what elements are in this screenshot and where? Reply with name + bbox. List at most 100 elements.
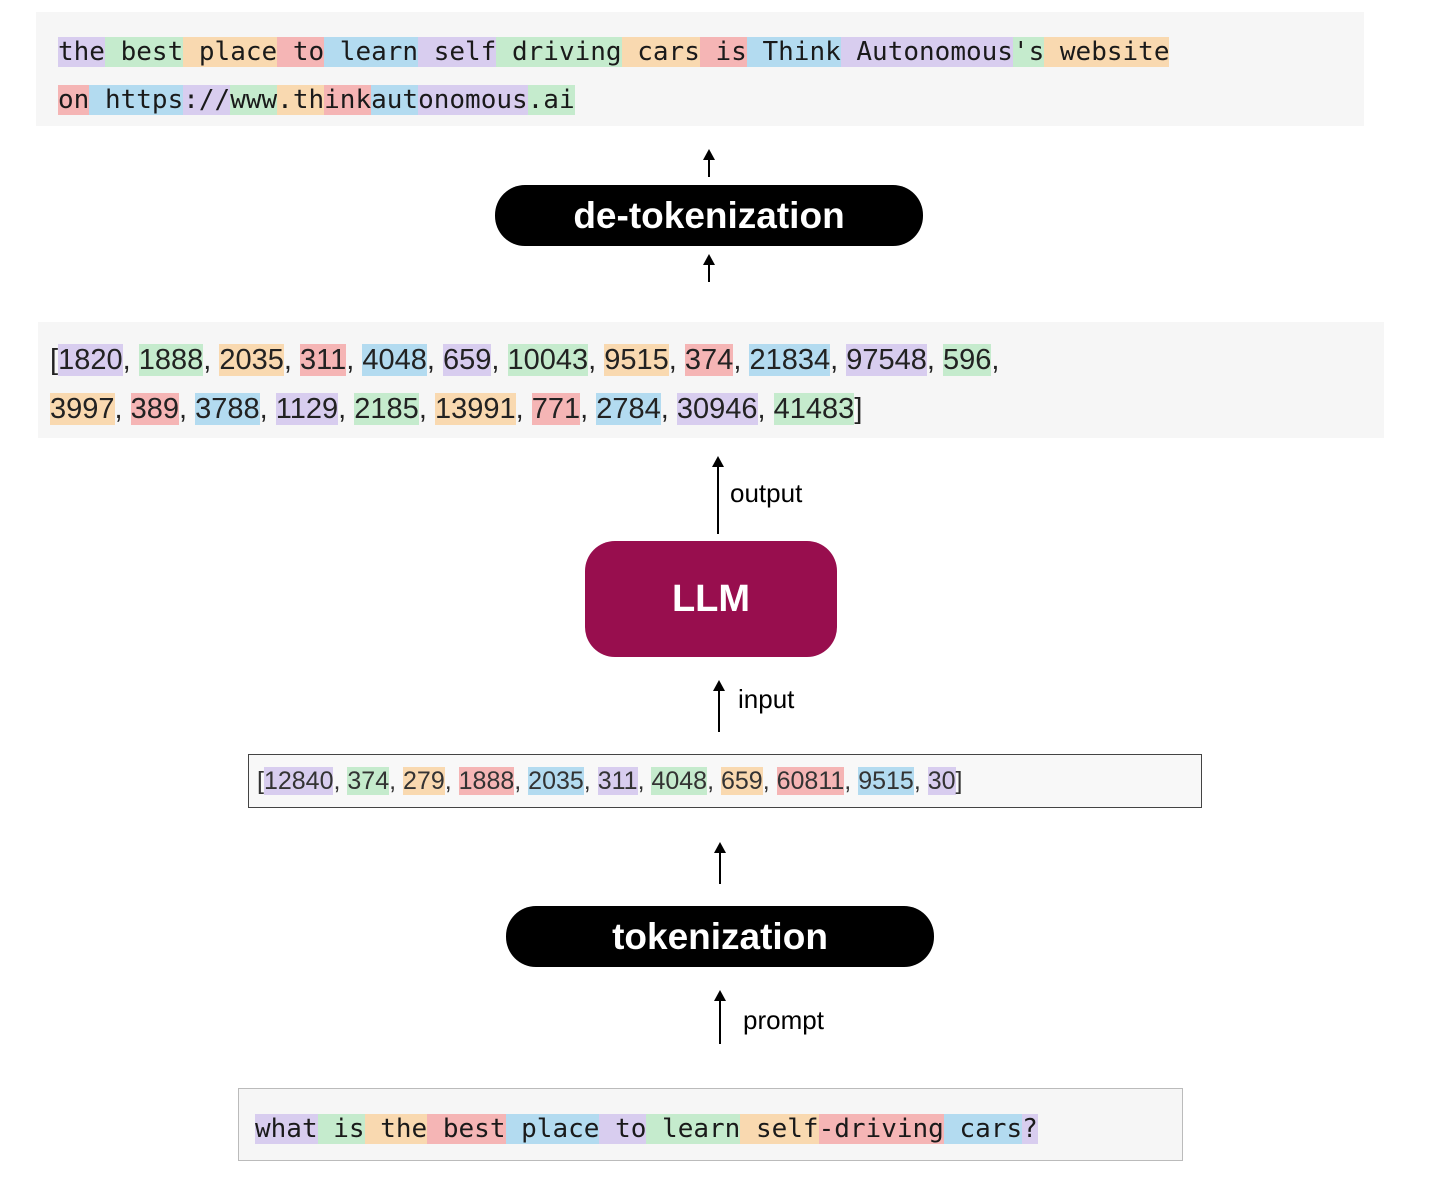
output-text-token: learn [324,37,419,67]
separator: , [588,344,605,376]
output-token-id: 2035 [219,344,284,376]
input-token-id: 311 [597,767,638,795]
tokenization-label: tokenization [612,915,828,957]
output-token-id: 374 [684,344,734,376]
output-token-id: 1888 [138,344,204,376]
separator: , [426,344,443,376]
output-token-id: 1129 [275,393,339,425]
output-text-panel: the best place to learn self driving car… [36,12,1364,126]
input-token-id: 279 [403,767,445,795]
input-arrow-label: input [738,684,795,714]
output-token-id: 21834 [749,344,831,376]
arrow-to-output-text [703,149,715,177]
llm-label: LLM [671,577,751,620]
separator: , [346,344,363,376]
prompt-token: cars [943,1114,1023,1144]
output-text-token: 's [1012,37,1045,67]
separator: , [389,767,404,795]
arrow-to-detokenization [703,254,715,282]
prompt-token: -driving [818,1114,944,1144]
output-text-token: self [418,37,497,67]
output-text-token: the [58,37,105,67]
output-token-id: 9515 [604,344,669,376]
output-token-id: 4048 [362,344,427,376]
arrow-to-input-ids [714,842,726,884]
prompt-token: self [740,1114,819,1144]
output-token-id: 3997 [50,393,115,425]
prompt-text-panel: what is the best place to learn self-dri… [238,1088,1183,1161]
separator: , [637,767,652,795]
separator: , [991,344,1000,376]
separator: , [762,767,777,795]
output-token-id: 771 [531,393,581,425]
output-text-token: .ai [527,85,575,115]
output-text-token: Think [746,37,841,67]
output-token-id: 659 [442,344,492,376]
input-token-id: 4048 [651,767,708,795]
open-bracket: [ [50,344,59,376]
separator: , [283,344,300,376]
separator: , [580,393,597,425]
input-token-ids-panel: [12840, 374, 279, 1888, 2035, 311, 4048,… [248,754,1202,808]
output-text-token: best [104,37,184,67]
output-text-token: is [699,37,747,67]
prompt-arrow-label: prompt [743,1005,824,1035]
output-token-id: 2784 [596,393,661,425]
separator: , [668,344,685,376]
separator: , [259,393,276,425]
prompt-token: best [427,1114,506,1144]
close-bracket: ] [854,393,863,425]
output-ids-line: 3997, 389, 3788, 1129, 2185, 13991, 771,… [50,385,1384,434]
output-text-token: onomous [418,85,528,115]
output-text-line: on https://www.thinkautonomous.ai [58,76,1364,124]
input-token-id: 659 [721,767,763,795]
output-text-token: aut [371,85,419,115]
output-text-token: .th [277,85,325,115]
separator: , [114,393,131,425]
tokenization-box: tokenization [506,906,934,967]
llm-box: LLM [585,541,837,657]
output-token-id: 389 [130,393,180,425]
output-text-token: place [183,37,278,67]
separator: , [333,767,348,795]
output-text-token: cars [621,37,700,67]
detokenization-label: de-tokenization [573,194,845,236]
input-token-id: 2035 [528,767,584,795]
output-token-id: 13991 [434,393,516,425]
separator: , [203,344,220,376]
separator: , [757,393,774,425]
separator: , [122,344,139,376]
separator: , [660,393,677,425]
output-text-token: to [277,37,325,67]
separator: , [444,767,459,795]
prompt-token: place [505,1114,600,1144]
output-token-id: 596 [943,344,992,376]
output-token-id: 2185 [354,393,419,425]
output-text-line: the best place to learn self driving car… [58,28,1364,76]
open-bracket: [ [257,767,264,795]
separator: , [926,344,943,376]
output-ids-line: [1820, 1888, 2035, 311, 4048, 659, 10043… [50,336,1384,385]
output-arrow-label: output [730,478,803,508]
output-text-token: https [89,85,184,115]
separator: , [583,767,598,795]
input-token-id: 60811 [776,767,845,795]
input-token-id: 30 [927,767,956,795]
output-token-id: 10043 [507,344,589,376]
prompt-token: is [317,1114,365,1144]
output-text-token: on [58,85,90,115]
separator: , [338,393,355,425]
separator: , [844,767,859,795]
close-bracket: ] [955,767,963,795]
separator: , [179,393,196,425]
separator: , [913,767,928,795]
separator: , [418,393,435,425]
output-token-id: 311 [299,344,347,376]
output-token-id: 3788 [195,393,260,425]
separator: , [514,767,529,795]
arrow-prompt [714,990,726,1044]
separator: , [830,344,847,376]
output-token-id: 30946 [676,393,758,425]
prompt-token: to [599,1114,647,1144]
output-token-id: 41483 [773,393,855,425]
